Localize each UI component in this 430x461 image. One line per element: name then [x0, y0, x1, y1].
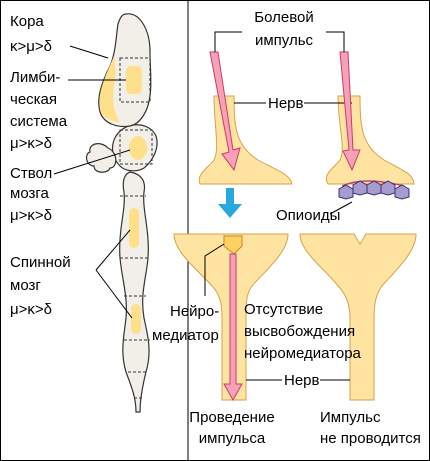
brainstem-highlight — [129, 136, 147, 160]
no-conduction-label-1: Импульс — [320, 409, 381, 426]
neuromediator-label-1: Нейро- — [170, 303, 219, 320]
cortex-label: Кора — [10, 13, 44, 30]
opioid-molecule-1 — [339, 185, 353, 199]
opioids-label: Опиоиды — [276, 207, 340, 224]
brainstem-receptors: μ>κ>δ — [10, 207, 52, 224]
limbic-highlight — [126, 66, 142, 94]
pain-impulse-label-2: импульс — [255, 32, 314, 49]
spinal-highlight-lower — [131, 304, 141, 334]
no-release-label-3: нейромедиатора — [244, 345, 362, 362]
pain-impulse-label-1: Болевой — [254, 9, 313, 26]
limbic-label-2: ческая — [10, 91, 57, 108]
conduction-label-2: импульса — [199, 430, 266, 447]
conduction-label-1: Проведение — [189, 409, 274, 426]
presynaptic-terminal-right — [326, 96, 414, 184]
brainstem-label-1: Ствол — [10, 165, 52, 182]
cortex-receptors: κ>μ>δ — [10, 38, 52, 55]
limbic-label-1: Лимби- — [10, 69, 60, 86]
no-release-label-2: высвобождения — [244, 323, 355, 340]
limbic-label-3: система — [10, 113, 68, 130]
opioid-molecule-5 — [395, 185, 409, 199]
limbic-receptors: μ>κ>δ — [10, 135, 52, 152]
spinal-cord — [120, 172, 149, 412]
pain-leader-right — [326, 32, 344, 52]
cns-illustration — [87, 14, 158, 412]
spinal-receptors: μ>κ>δ — [10, 301, 52, 318]
no-release-label-1: Отсутствие — [244, 301, 323, 318]
neuromediator-label-2: медиатор — [152, 327, 219, 344]
spinal-label-2: мозг — [10, 277, 41, 294]
transmission-arrow — [218, 188, 242, 218]
nerve-top-label: Нерв — [268, 95, 304, 112]
cortex-leader — [70, 46, 108, 58]
nerve-bottom-label: Нерв — [284, 372, 320, 389]
no-conduction-label-2: не проводится — [320, 430, 421, 447]
spinal-highlight-upper — [129, 208, 139, 248]
brainstem-label-2: мозга — [10, 185, 50, 202]
spinal-label-1: Спинной — [10, 254, 71, 271]
cerebellum — [87, 144, 116, 173]
pain-leader-left — [215, 32, 242, 52]
